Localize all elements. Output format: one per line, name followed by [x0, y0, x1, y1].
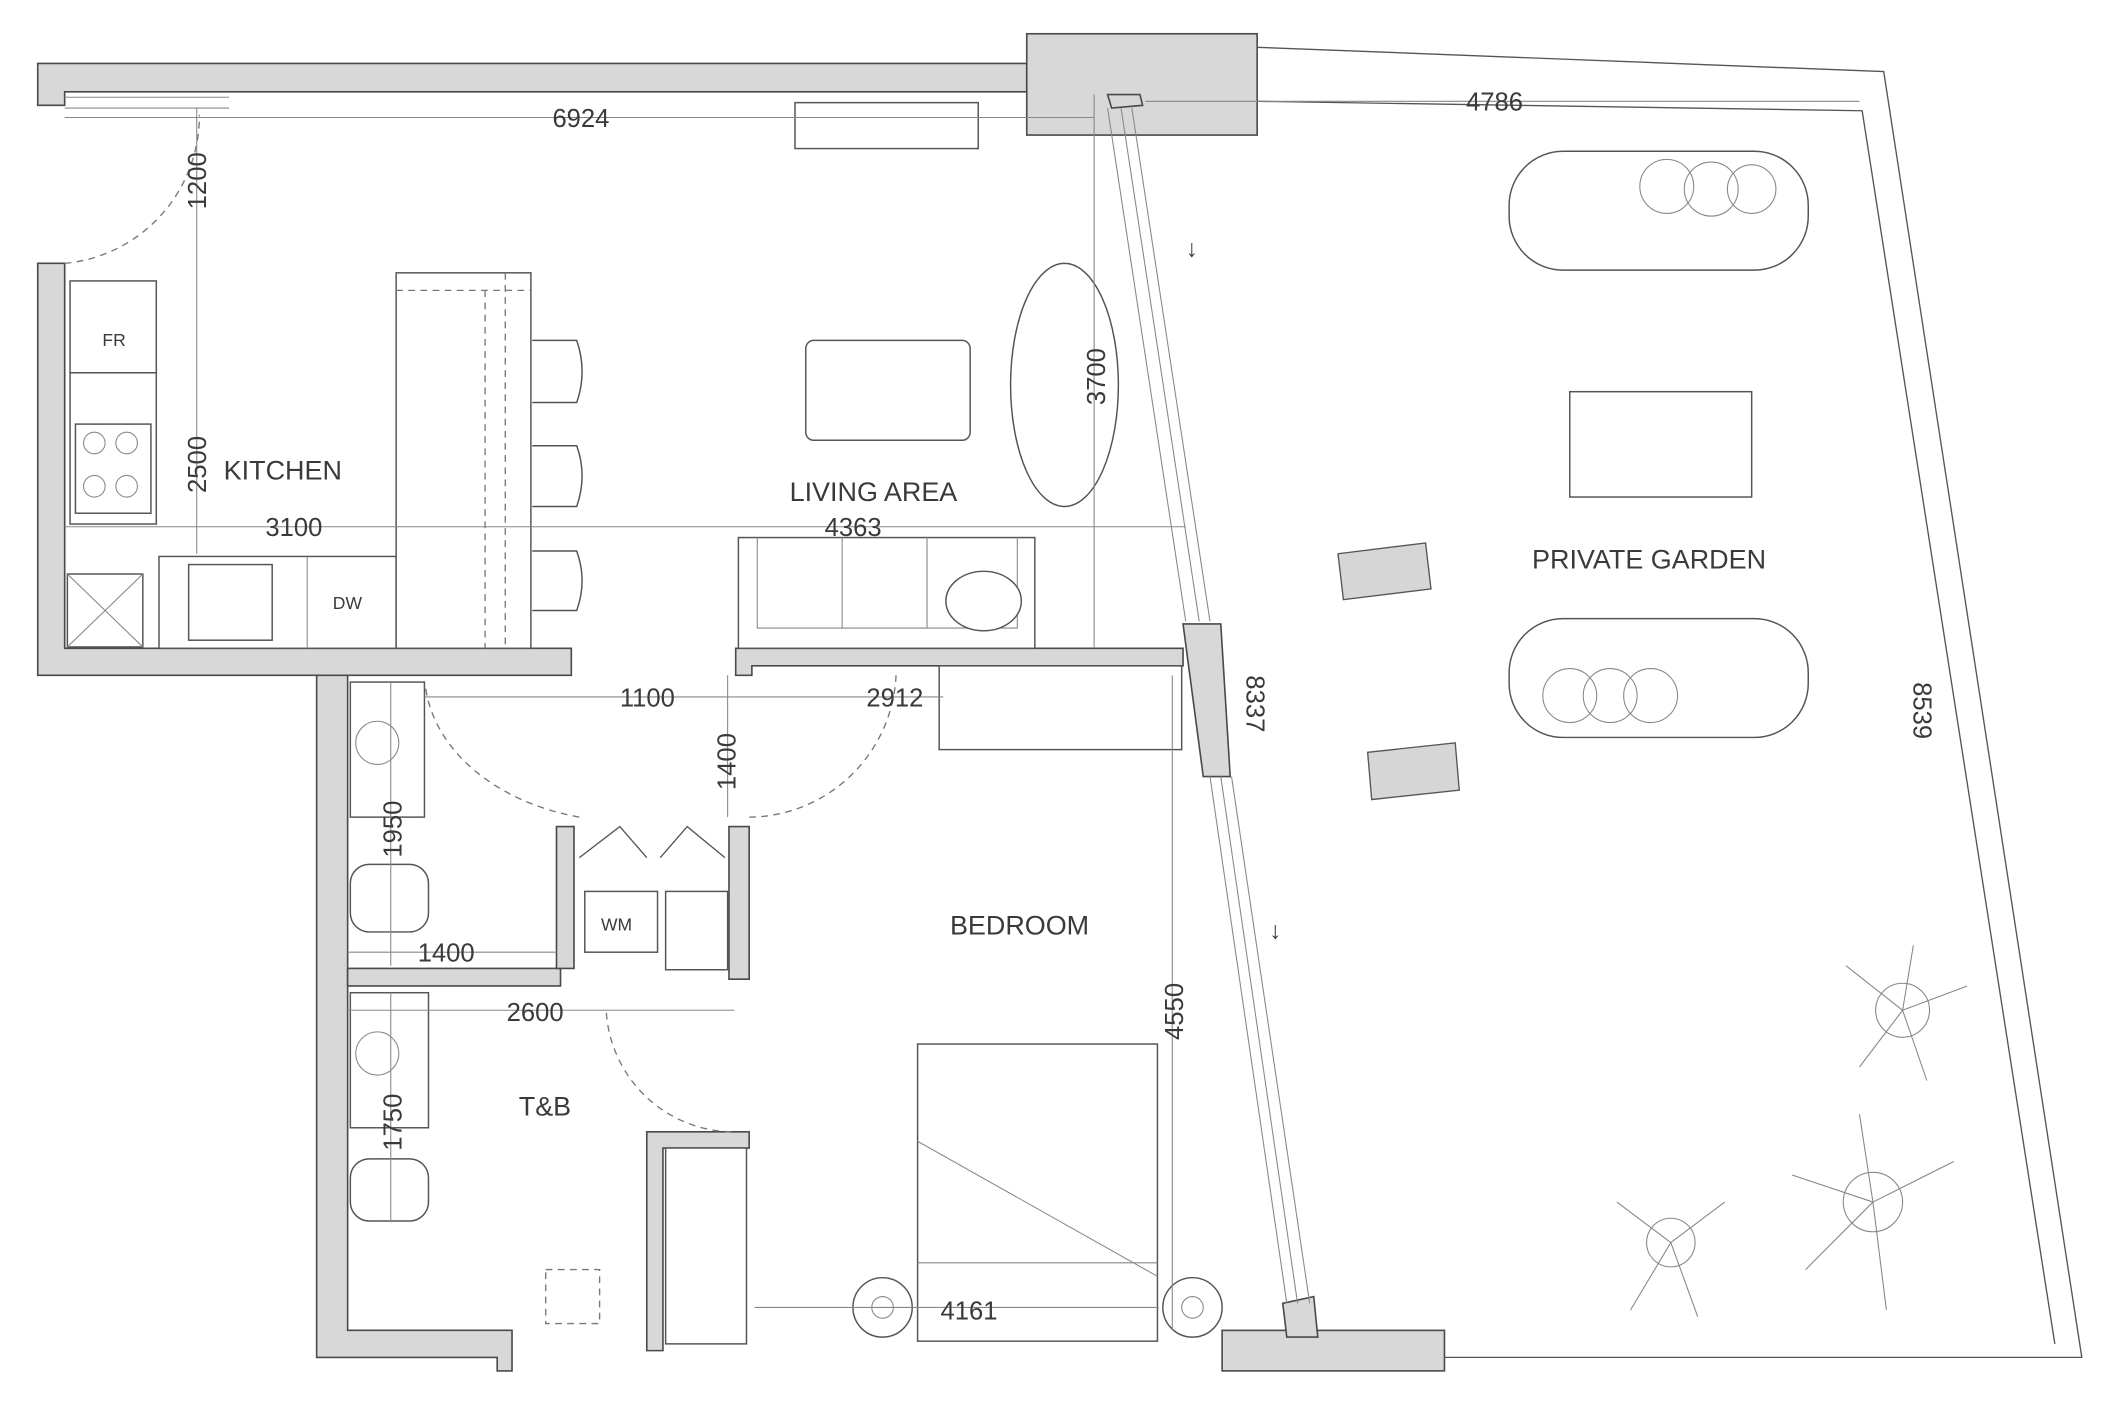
door-swings: [64, 114, 897, 1133]
dim-1750: 1750: [380, 1094, 408, 1151]
dim-2600: 2600: [507, 999, 564, 1027]
dimension-labels: 6924 4786 1200 2500 3100 4363 3700 1100 …: [184, 89, 1935, 1326]
dishwasher-label: DW: [333, 593, 363, 613]
dim-3100: 3100: [265, 514, 322, 542]
dim-1100: 1100: [620, 684, 675, 712]
dim-4786: 4786: [1466, 89, 1523, 117]
room-label-private-garden: PRIVATE GARDEN: [1532, 545, 1766, 575]
garden-furniture: [1337, 150, 1968, 1318]
glazing: [64, 96, 1311, 1304]
plant-icon: [1616, 1201, 1726, 1318]
fridge-label: FR: [102, 330, 125, 350]
dim-4161: 4161: [941, 1298, 998, 1326]
dim-4550: 4550: [1161, 983, 1189, 1040]
dim-1400-horizontal: 1400: [418, 940, 475, 968]
plant-icon: [1845, 945, 1968, 1081]
room-label-kitchen: KITCHEN: [224, 455, 342, 485]
dim-1400-vertical: 1400: [714, 733, 742, 790]
dim-8539: 8539: [1907, 682, 1935, 739]
dimension-lines: [64, 94, 1860, 1331]
living-furniture: [737, 101, 1120, 650]
dim-1950: 1950: [380, 801, 408, 858]
walls: [36, 32, 2083, 1372]
dim-6924: 6924: [552, 105, 609, 133]
dim-3700: 3700: [1083, 348, 1111, 405]
kitchen-furniture: [66, 272, 583, 650]
room-label-living-area: LIVING AREA: [790, 477, 958, 507]
slide-arrow-icon: ↓: [1269, 918, 1281, 945]
dim-2500: 2500: [184, 436, 212, 493]
bedroom-bath-furniture: [349, 665, 1223, 1345]
washing-machine-label: WM: [601, 915, 632, 935]
plant-icon: [1791, 1114, 1955, 1311]
room-label-bedroom: BEDROOM: [950, 911, 1089, 941]
slide-arrow-icon: ↓: [1186, 236, 1198, 263]
dim-8337: 8337: [1240, 675, 1268, 732]
dim-1200: 1200: [184, 152, 212, 209]
room-label-tb: T&B: [519, 1092, 571, 1122]
dim-2912: 2912: [866, 684, 923, 712]
dim-4363: 4363: [825, 514, 882, 542]
